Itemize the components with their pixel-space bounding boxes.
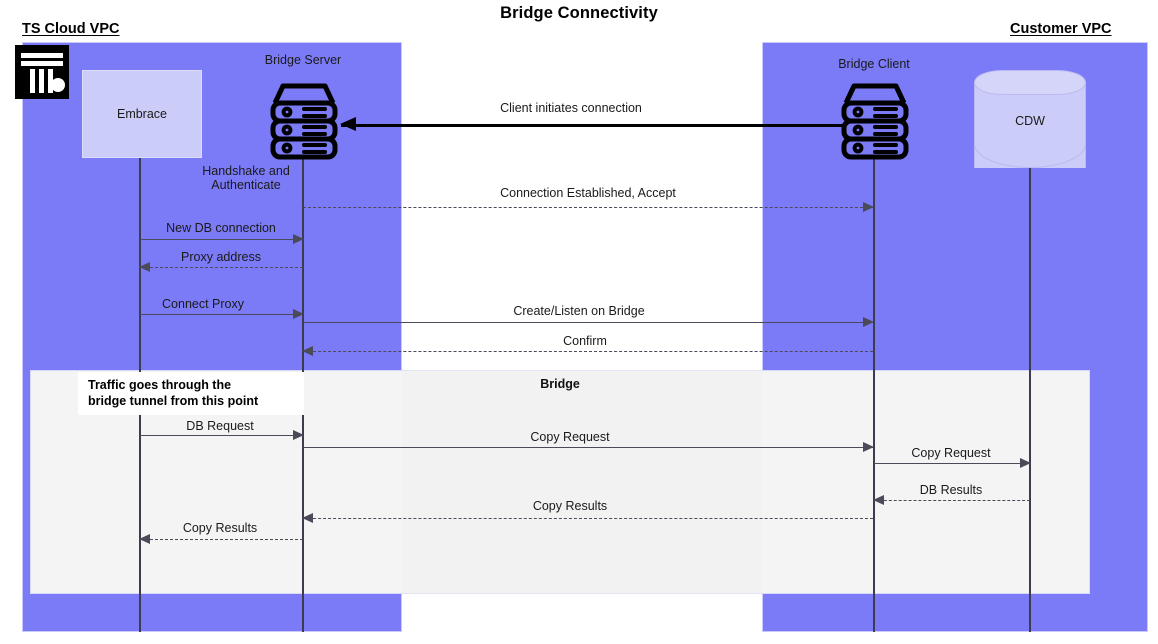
msg-label-connection-accept: Connection Established, Accept [500, 186, 676, 200]
msg-label-copy-request-2: Copy Request [911, 446, 991, 460]
msg-label-db-request: DB Request [186, 419, 254, 433]
bridge-region-label: Bridge [540, 377, 580, 391]
server-stack-icon-bridge-client[interactable] [834, 79, 916, 166]
tunnel-note-line1: Traffic goes through the [88, 378, 232, 392]
msg-label-create-listen: Create/Listen on Bridge [513, 304, 645, 318]
msg-label-confirm: Confirm [563, 334, 607, 348]
msg-label-proxy-address: Proxy address [181, 250, 261, 264]
annotation-handshake-line1: Handshake and [202, 164, 290, 178]
tunnel-note: Traffic goes through the bridge tunnel f… [78, 372, 304, 415]
cdw-cylinder-top [974, 70, 1086, 95]
actor-cdw-label: CDW [1015, 114, 1045, 128]
server-stack-icon-bridge-server[interactable] [263, 79, 345, 166]
ts-logo-icon [15, 45, 69, 99]
actor-embrace[interactable]: Embrace [82, 70, 202, 158]
lifeline-bridge-client [873, 158, 875, 632]
msg-label-connect-proxy: Connect Proxy [162, 297, 244, 311]
tunnel-note-line2: bridge tunnel from this point [88, 394, 259, 408]
msg-label-new-db-connection: New DB connection [166, 221, 276, 235]
actor-embrace-label: Embrace [116, 107, 168, 121]
ts-cloud-vpc-heading: TS Cloud VPC [22, 21, 120, 37]
actor-bridge-server-label: Bridge Server [264, 53, 342, 67]
customer-vpc-heading: Customer VPC [1010, 21, 1112, 37]
msg-label-db-results: DB Results [919, 483, 983, 497]
lifeline-cdw [1029, 158, 1031, 632]
annotation-handshake-line2: Authenticate [211, 178, 281, 192]
msg-label-client-initiates: Client initiates connection [500, 101, 642, 115]
msg-label-copy-request-1: Copy Request [530, 430, 610, 444]
page-title: Bridge Connectivity [500, 4, 658, 22]
actor-cdw[interactable]: CDW [974, 70, 1086, 168]
msg-label-copy-results-2: Copy Results [182, 521, 258, 535]
msg-label-copy-results-1: Copy Results [532, 499, 608, 513]
actor-bridge-client-label: Bridge Client [838, 57, 910, 71]
